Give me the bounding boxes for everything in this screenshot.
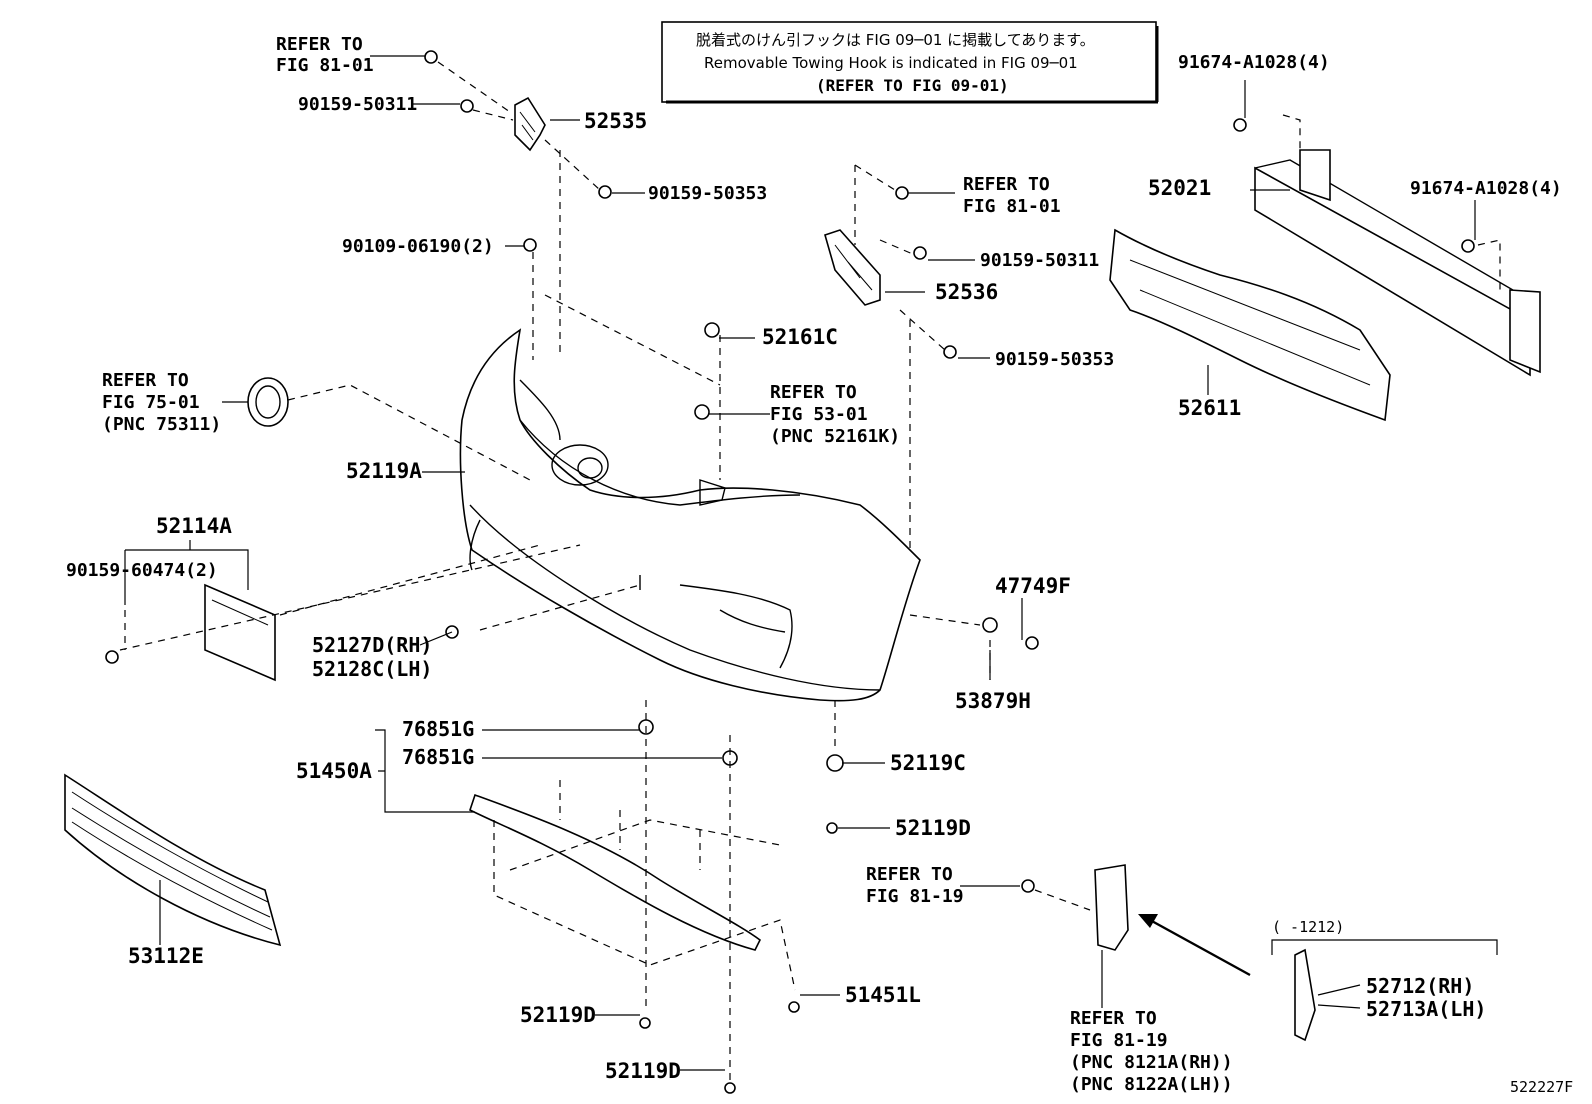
label-90159-50353-b: 90159-50353: [995, 349, 1114, 370]
label-ref-81-19-b-line4: (PNC 8122A(LH)): [1070, 1074, 1233, 1095]
leader-lines: [124, 55, 1498, 1071]
label-52119C: 52119C: [890, 751, 966, 775]
label-ref-81-01-a-line2: FIG 81-01: [276, 55, 374, 76]
emblem-part: [247, 377, 289, 427]
fastener-icons: [105, 50, 1475, 1094]
part-labels: REFER TO FIG 81-01 90159-50311 52535 901…: [66, 34, 1573, 1096]
label-52713A: 52713A(LH): [1366, 997, 1486, 1021]
label-52119D-a: 52119D: [895, 816, 971, 840]
label-ref-81-01-b-line2: FIG 81-01: [963, 196, 1061, 217]
label-52114A: 52114A: [156, 514, 232, 538]
label-51450A: 51450A: [296, 759, 372, 783]
label-90159-50353-a: 90159-50353: [648, 183, 767, 204]
label-ref-75-01-line1: REFER TO: [102, 370, 189, 391]
dashed-lines: [119, 61, 1501, 1080]
label-ref-53-01-line1: REFER TO: [770, 382, 857, 403]
label-90109-06190: 90109-06190(2): [342, 236, 494, 257]
license-bracket-52114A: [204, 583, 276, 682]
side-lamp: [1094, 864, 1316, 1042]
label-76851G-a: 76851G: [402, 717, 474, 741]
label-76851G-b: 76851G: [402, 745, 474, 769]
bracket-52535: [514, 96, 546, 152]
label-52161C: 52161C: [762, 325, 838, 349]
label-ref-81-19-a-line1: REFER TO: [866, 864, 953, 885]
label-52119D-b: 52119D: [520, 1003, 596, 1027]
note-english: Removable Towing Hook is indicated in FI…: [704, 54, 1078, 72]
label-51451L: 51451L: [845, 983, 921, 1007]
label-52021: 52021: [1148, 176, 1211, 200]
bracket-52536: [824, 229, 881, 306]
label-ref-81-19-b-line1: REFER TO: [1070, 1008, 1157, 1029]
label-ref-53-01-line2: FIG 53-01: [770, 404, 868, 425]
label-52127D: 52127D(RH): [312, 633, 432, 657]
absorber-52611: [1109, 228, 1391, 422]
label-90159-50311-a: 90159-50311: [298, 94, 417, 115]
label-90159-50311-b: 90159-50311: [980, 250, 1099, 271]
label-53879H: 53879H: [955, 689, 1031, 713]
label-ref-75-01-line3: (PNC 75311): [102, 414, 221, 435]
label-ref-81-19-a-line2: FIG 81-19: [866, 886, 964, 907]
label-range: ( -1212): [1272, 918, 1344, 936]
note-box: 脱着式のけん引フックは FIG 09─01 に掲載してあります。 Removab…: [661, 21, 1159, 104]
figure-code: 522227F: [1510, 1078, 1573, 1096]
label-52119A: 52119A: [346, 459, 422, 483]
label-ref-81-01-b-line1: REFER TO: [963, 174, 1050, 195]
direction-arrow: [1138, 914, 1251, 977]
label-ref-81-01-a-line1: REFER TO: [276, 34, 363, 55]
label-91674-b: 91674-A1028(4): [1410, 178, 1562, 199]
bumper-cover-part: [459, 328, 921, 702]
label-ref-81-19-b-line3: (PNC 8121A(RH)): [1070, 1052, 1233, 1073]
label-52536: 52536: [935, 280, 998, 304]
note-japanese: 脱着式のけん引フックは FIG 09─01 に掲載してあります。: [696, 31, 1095, 49]
reinforcement-52021: [1254, 149, 1541, 377]
label-ref-53-01-line3: (PNC 52161K): [770, 426, 900, 447]
label-52535: 52535: [584, 109, 647, 133]
label-53112E: 53112E: [128, 944, 204, 968]
note-refer: (REFER TO FIG 09-01): [816, 76, 1009, 95]
label-ref-75-01-line2: FIG 75-01: [102, 392, 200, 413]
grille-53112E: [64, 773, 282, 947]
label-52611: 52611: [1178, 396, 1241, 420]
label-90159-60474: 90159-60474(2): [66, 560, 218, 581]
label-52712: 52712(RH): [1366, 974, 1474, 998]
label-52119D-c: 52119D: [605, 1059, 681, 1083]
spoiler-51450A: [469, 793, 762, 951]
label-47749F: 47749F: [995, 574, 1071, 598]
label-91674-a: 91674-A1028(4): [1178, 52, 1330, 73]
label-52128C: 52128C(LH): [312, 657, 432, 681]
label-ref-81-19-b-line2: FIG 81-19: [1070, 1030, 1168, 1051]
